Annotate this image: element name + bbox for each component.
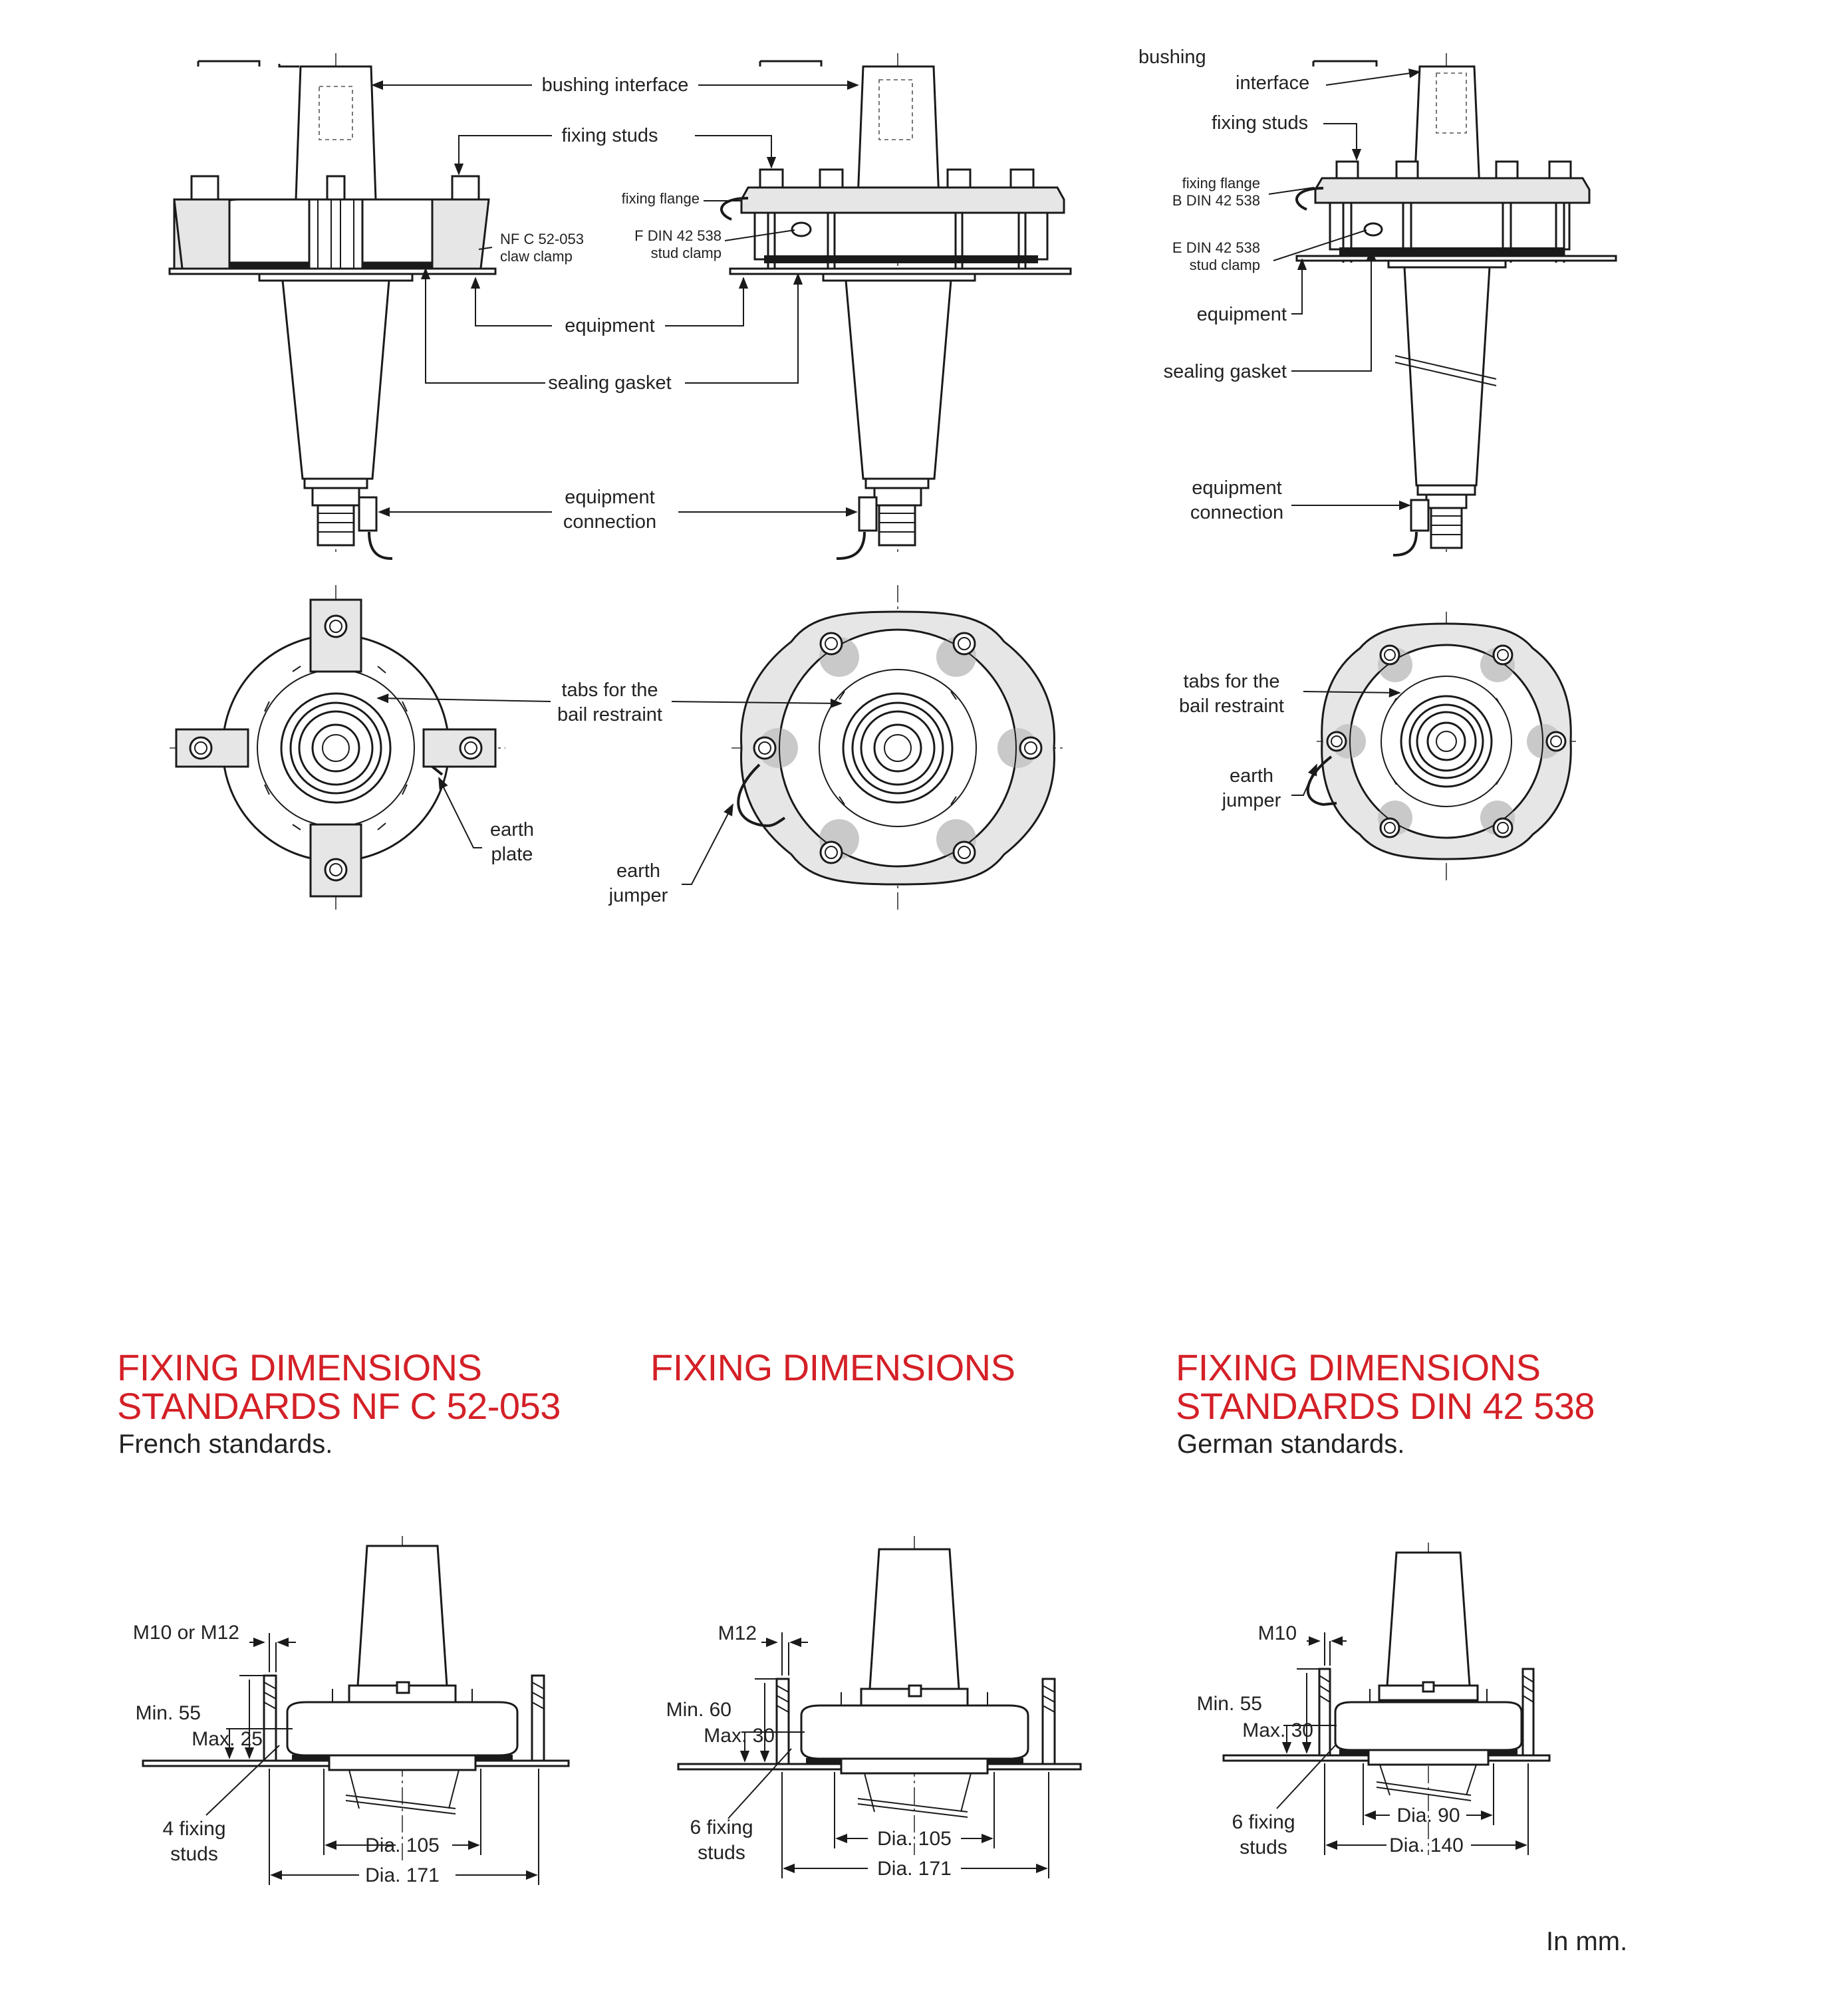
label-tabs-1: tabs for the (561, 680, 658, 701)
top-view-bdin (1306, 612, 1576, 884)
label-tabs-2: bail restraint (557, 704, 662, 725)
r-label-tabs-2: bail restraint (1179, 695, 1284, 717)
top-view-fdin (731, 585, 1064, 911)
r-label-edin-2: stud clamp (1190, 257, 1260, 273)
r-label-fixing-studs: fixing studs (1212, 112, 1308, 134)
dim2-studs-2: studs (698, 1842, 745, 1864)
dim3-studs-2: studs (1240, 1836, 1287, 1858)
side-view-bdin (1295, 53, 1617, 557)
dim1-dia-outer: Dia. 171 (365, 1864, 440, 1886)
leader-lines-plan (376, 688, 1401, 885)
r-label-fixing-flange-1: fixing flange (1182, 175, 1260, 191)
label-fdin-1: F DIN 42 538 (634, 227, 722, 244)
r-label-earth-jumper-2: jumper (1222, 790, 1281, 811)
r-label-equipment: equipment (1197, 304, 1287, 325)
dim2-min: Min. 60 (666, 1699, 731, 1721)
r-label-tabs-1: tabs for the (1183, 671, 1279, 692)
label-fdin-2: stud clamp (651, 245, 722, 261)
label-equipment: equipment (565, 315, 654, 336)
label-nfc-1: NF C 52-053 (500, 231, 584, 247)
section2-title-line1: FIXING DIMENSIONS (650, 1346, 1015, 1388)
dimension-drawing-3: M10 Min. 55 Max. 30 6 fixing studs Dia. … (1197, 1543, 1551, 1858)
side-view-fdin (720, 53, 1072, 560)
r-label-bushing: bushing (1138, 47, 1206, 68)
dim1-dia-inner: Dia. 105 (365, 1834, 440, 1856)
label-equipment-connection-1: equipment (565, 487, 654, 508)
label-fixing-flange: fixing flange (622, 190, 700, 207)
dim2-dia-inner: Dia. 105 (877, 1828, 952, 1850)
section1-title-line2: STANDARDS NF C 52-053 (117, 1385, 561, 1427)
dimension-drawing-2: M12 Min. 60 Max. 30 6 fixing studs Dia. … (666, 1536, 1082, 1880)
section3-title-line2: STANDARDS DIN 42 538 (1176, 1385, 1595, 1427)
dim2-max: Max. 30 (704, 1725, 775, 1747)
section3-title-line1: FIXING DIMENSIONS (1176, 1346, 1541, 1388)
labels-plan: tabs for the bail restraint earth plate … (490, 671, 1284, 906)
dim3-dia-outer: Dia. 140 (1389, 1834, 1464, 1856)
side-view-nfc (168, 53, 497, 560)
dim3-thread: M10 (1258, 1622, 1297, 1644)
dim1-thread: M10 or M12 (133, 1622, 239, 1644)
leader-lines-top (371, 68, 1421, 517)
section1-subtitle: French standards. (118, 1430, 333, 1459)
top-view-nfc (170, 585, 505, 911)
r-label-edin-1: E DIN 42 538 (1172, 239, 1260, 256)
section3-title: FIXING DIMENSIONS STANDARDS DIN 42 538 (1176, 1348, 1595, 1426)
r-label-interface: interface (1236, 72, 1309, 94)
dim3-max: Max. 30 (1242, 1719, 1313, 1741)
label-fixing-studs: fixing studs (561, 125, 658, 146)
dim1-studs-2: studs (170, 1843, 218, 1865)
units-note: In mm. (1546, 1927, 1628, 1956)
label-equipment-connection-2: connection (563, 511, 656, 533)
dim2-studs-1: 6 fixing (690, 1817, 753, 1838)
section3-subtitle: German standards. (1177, 1430, 1405, 1459)
dim3-min: Min. 55 (1197, 1693, 1262, 1715)
r-label-sealing-gasket: sealing gasket (1164, 361, 1287, 382)
labels-top: bushing interface fixing studs fixing fl… (500, 47, 1309, 533)
r-label-equipment-connection-1: equipment (1192, 477, 1281, 499)
section1-title-line1: FIXING DIMENSIONS (117, 1346, 482, 1388)
dim3-studs-1: 6 fixing (1232, 1811, 1295, 1833)
dim1-studs-1: 4 fixing (162, 1818, 225, 1840)
label-earth-plate-1: earth (490, 819, 534, 840)
r-label-equipment-connection-2: connection (1190, 502, 1283, 523)
dim2-dia-outer: Dia. 171 (877, 1858, 952, 1880)
dim1-min: Min. 55 (136, 1702, 201, 1724)
label-earth-jumper-1: earth (616, 860, 660, 882)
dim1-max: Max. 25 (192, 1728, 263, 1750)
section2-title: FIXING DIMENSIONS (650, 1348, 1015, 1387)
label-earth-plate-2: plate (491, 844, 533, 865)
dim3-dia-inner: Dia. 90 (1396, 1805, 1460, 1827)
r-label-earth-jumper-1: earth (1230, 765, 1273, 787)
dim2-thread: M12 (718, 1622, 757, 1644)
label-earth-jumper-2: jumper (608, 885, 668, 906)
label-nfc-2: claw clamp (500, 248, 573, 265)
section1-title: FIXING DIMENSIONS STANDARDS NF C 52-053 (117, 1348, 561, 1426)
label-bushing-interface: bushing interface (542, 74, 689, 96)
label-sealing-gasket: sealing gasket (548, 372, 671, 394)
dimension-drawing-1: M10 or M12 Min. 55 Max. 25 4 fixing stud… (133, 1536, 570, 1886)
r-label-fixing-flange-2: B DIN 42 538 (1172, 192, 1260, 209)
